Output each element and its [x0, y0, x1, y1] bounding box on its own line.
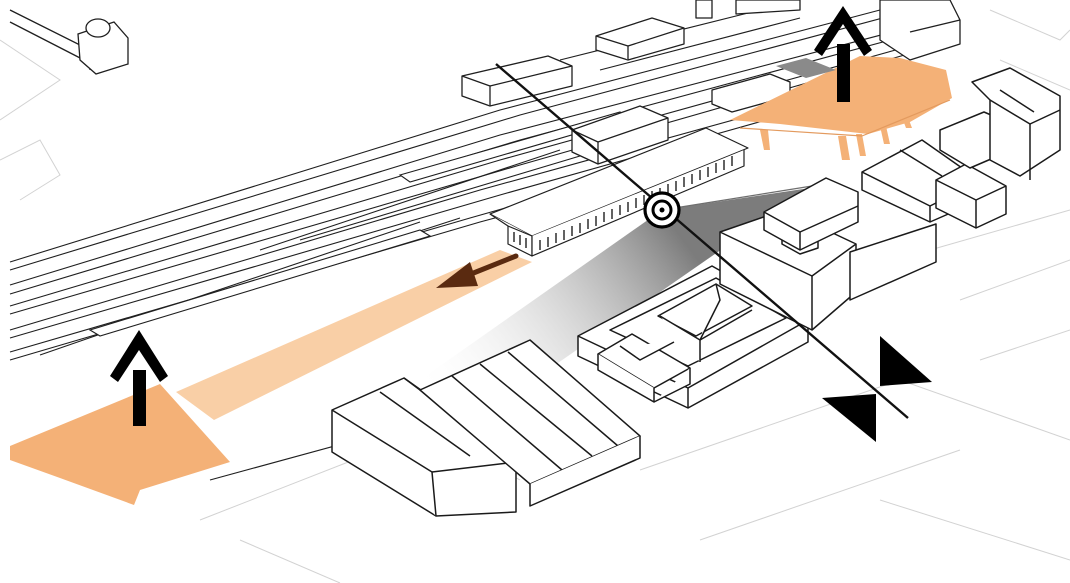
buildings-south	[331, 67, 1061, 517]
viewpoint-marker	[643, 191, 681, 229]
north-arrow-east	[814, 6, 872, 102]
station-windows	[513, 156, 733, 250]
station-building	[489, 127, 749, 257]
buildings-north	[461, 0, 961, 165]
section-line	[495, 63, 909, 419]
section-marker-east	[880, 336, 932, 386]
pedestrian-path	[176, 250, 532, 420]
section-marker-west	[822, 394, 876, 442]
west-plaza-area	[10, 384, 230, 505]
north-arrow-west	[110, 330, 168, 426]
view-cone-edge-upper	[661, 185, 813, 211]
tower-structure	[9, 9, 129, 75]
path-direction-arrow	[436, 253, 519, 288]
